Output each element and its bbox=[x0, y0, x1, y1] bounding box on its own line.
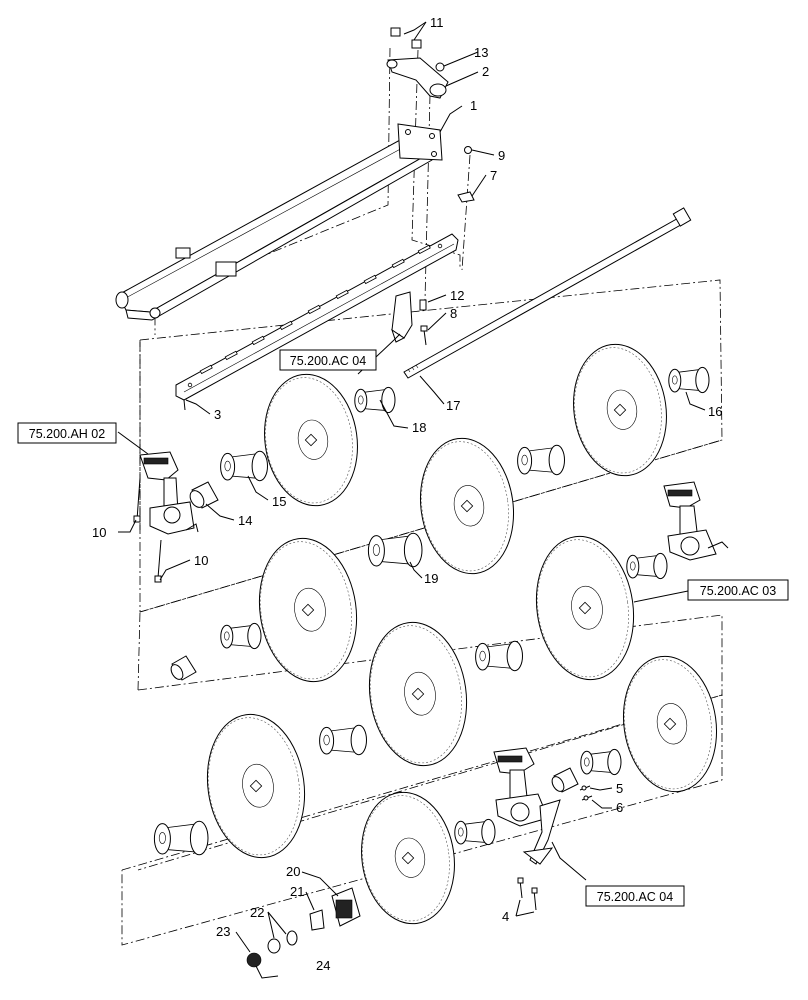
bolt-12 bbox=[419, 299, 427, 311]
bushing-lower bbox=[170, 655, 579, 793]
callout-6: 6 bbox=[616, 800, 623, 815]
spacer-spool bbox=[319, 724, 367, 756]
bolt-13 bbox=[435, 62, 445, 72]
reference-box-ac04-top: 75.200.AC 04 bbox=[279, 349, 377, 371]
spacer-spool bbox=[153, 820, 209, 856]
callout-7: 7 bbox=[490, 168, 497, 183]
top-bracket bbox=[386, 57, 449, 99]
callout-labels: 1 2 3 4 5 6 7 8 9 10 10 11 12 13 14 15 1… bbox=[92, 15, 722, 973]
callout-18: 18 bbox=[412, 420, 426, 435]
disc-blade bbox=[258, 537, 358, 683]
callout-2: 2 bbox=[482, 64, 489, 79]
callout-20: 20 bbox=[286, 864, 300, 879]
bolt-8 bbox=[420, 325, 428, 346]
spacer-spool bbox=[454, 818, 496, 846]
spacer-spool bbox=[220, 450, 268, 482]
reference-box-ac04-bottom: 75.200.AC 04 bbox=[585, 885, 685, 907]
callout-10a: 10 bbox=[92, 525, 106, 540]
callout-24: 24 bbox=[316, 958, 330, 973]
hardware-5-6 bbox=[579, 785, 593, 801]
disc-blade bbox=[573, 343, 667, 477]
hardware-20-24 bbox=[246, 887, 361, 979]
scraper-arm-bottom bbox=[517, 799, 561, 911]
disc-blade bbox=[622, 655, 718, 793]
callout-10b: 10 bbox=[194, 553, 208, 568]
callout-4: 4 bbox=[502, 909, 509, 924]
svg-text:75.200.AC 03: 75.200.AC 03 bbox=[700, 584, 776, 598]
spacer-spool bbox=[367, 532, 423, 568]
spacer-spool bbox=[580, 748, 622, 776]
callout-12: 12 bbox=[450, 288, 464, 303]
spacer-spool bbox=[668, 366, 710, 394]
hanger-bottom bbox=[493, 747, 549, 827]
callout-15: 15 bbox=[272, 494, 286, 509]
svg-text:75.200.AH 02: 75.200.AH 02 bbox=[29, 427, 105, 441]
scraper-blade bbox=[391, 291, 413, 343]
callout-21: 21 bbox=[290, 884, 304, 899]
disc-blade bbox=[206, 713, 306, 859]
callout-3: 3 bbox=[214, 407, 221, 422]
disc-blades bbox=[206, 343, 718, 925]
spacer-spool bbox=[475, 640, 523, 672]
spacer-spool bbox=[626, 552, 668, 580]
disc-blade bbox=[361, 791, 455, 925]
disc-blade bbox=[419, 437, 515, 575]
disc-blade bbox=[264, 373, 358, 507]
bolts-10 bbox=[133, 477, 162, 583]
callout-17: 17 bbox=[446, 398, 460, 413]
callout-13: 13 bbox=[474, 45, 488, 60]
nut-9 bbox=[464, 146, 472, 154]
svg-text:75.200.AC 04: 75.200.AC 04 bbox=[597, 890, 673, 904]
callout-19: 19 bbox=[424, 571, 438, 586]
nuts-11 bbox=[390, 27, 422, 49]
callout-8: 8 bbox=[450, 306, 457, 321]
callout-1: 1 bbox=[470, 98, 477, 113]
spacer-spool bbox=[517, 444, 565, 476]
axle-shaft bbox=[403, 207, 692, 379]
hanger-right bbox=[663, 481, 729, 561]
main-beam bbox=[115, 123, 443, 321]
spacer-spool bbox=[220, 622, 262, 650]
callout-23: 23 bbox=[216, 924, 230, 939]
callout-22: 22 bbox=[250, 905, 264, 920]
callout-9: 9 bbox=[498, 148, 505, 163]
callout-11: 11 bbox=[430, 15, 444, 30]
disc-blade bbox=[368, 621, 468, 767]
callout-14: 14 bbox=[238, 513, 252, 528]
callout-5: 5 bbox=[616, 781, 623, 796]
reference-box-ac03: 75.200.AC 03 bbox=[687, 579, 789, 601]
spacer-spool bbox=[354, 386, 396, 414]
disc-blade bbox=[535, 535, 635, 681]
hanger-left bbox=[139, 451, 199, 535]
scraper-bar bbox=[175, 233, 459, 411]
spacer-spools bbox=[153, 366, 710, 856]
callout-16: 16 bbox=[708, 404, 722, 419]
reference-box-ah02: 75.200.AH 02 bbox=[17, 422, 117, 444]
plate-7 bbox=[457, 191, 475, 203]
bushing-14 bbox=[189, 481, 219, 509]
svg-text:75.200.AC 04: 75.200.AC 04 bbox=[290, 354, 366, 368]
